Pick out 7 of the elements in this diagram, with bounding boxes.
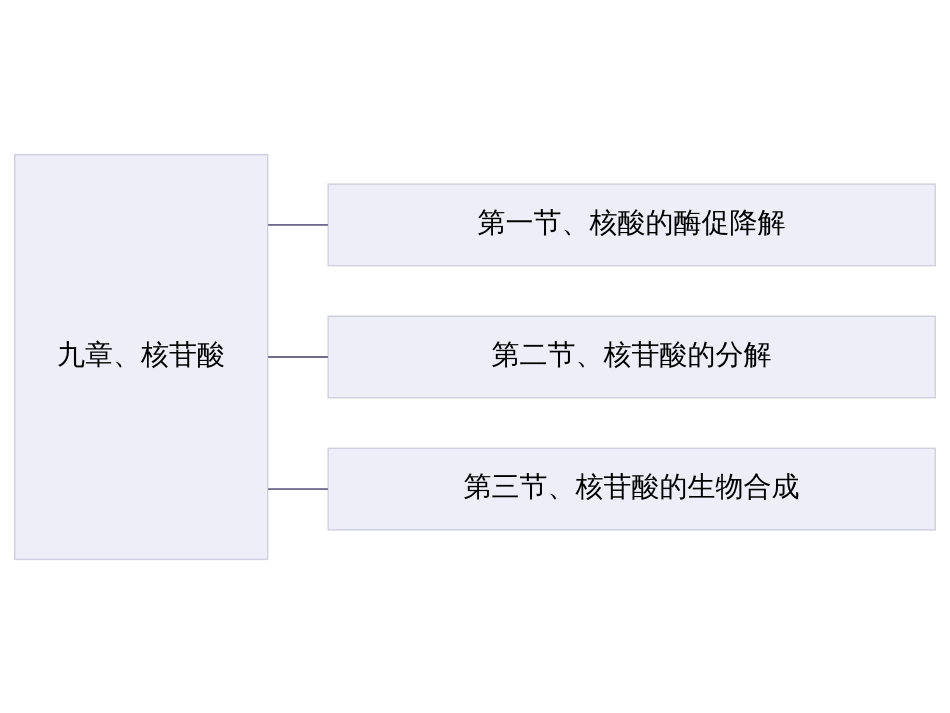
node-box: 九章、核苷酸 [14, 153, 268, 560]
node-box: 第二节、核苷酸的分解 [327, 315, 936, 398]
node-box: 第三节、核苷酸的生物合成 [327, 447, 936, 530]
node-box: 第一节、核酸的酶促降解 [327, 182, 936, 266]
connector [268, 488, 328, 490]
connector [268, 224, 328, 226]
connector [268, 356, 328, 358]
